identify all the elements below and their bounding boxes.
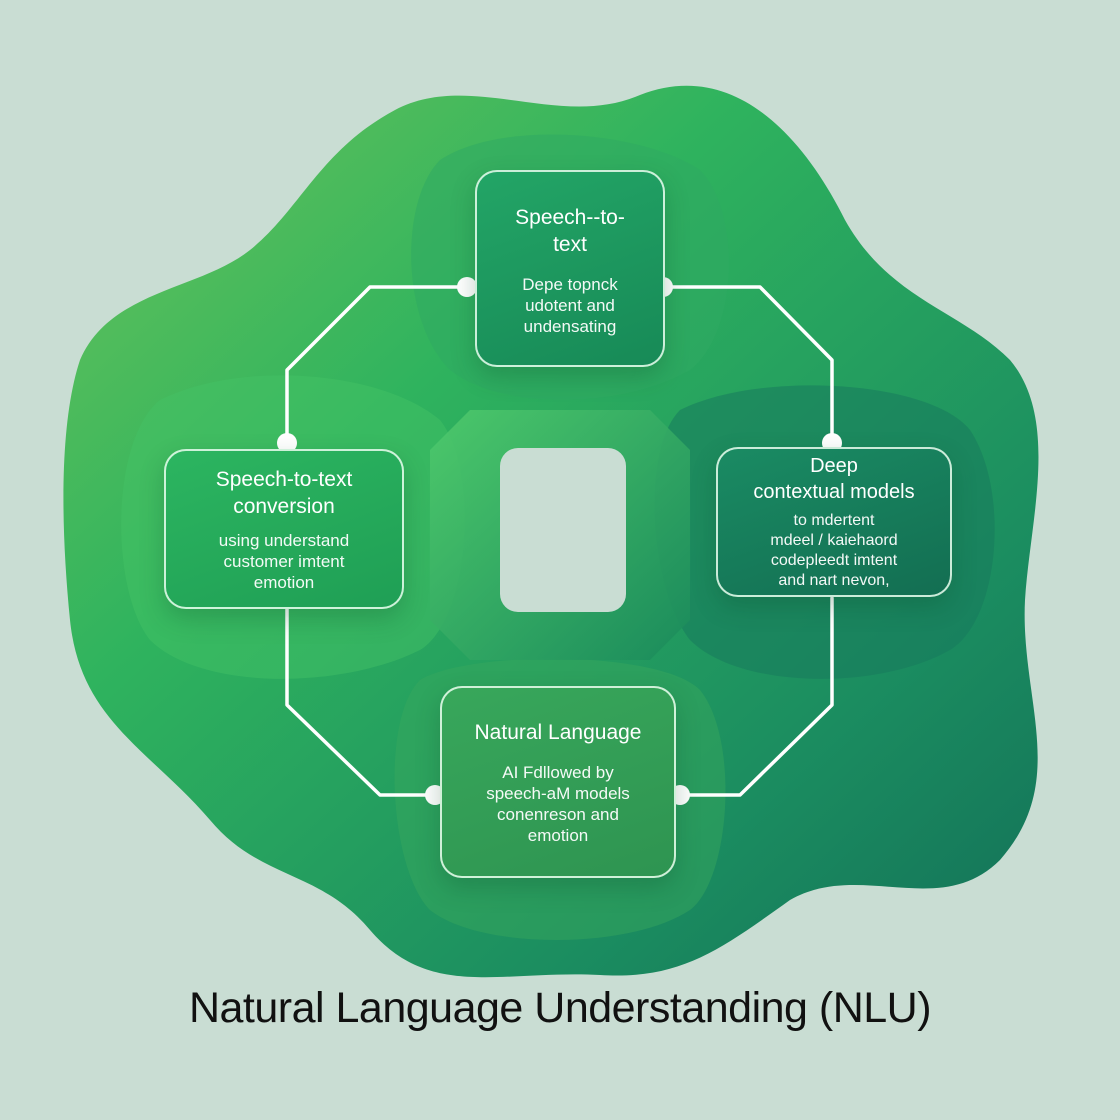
card-left-body: using understand customer imtent emotion [219, 530, 349, 593]
card-right: Deep contextual models to mdertent mdeel… [716, 447, 952, 597]
card-top-body-line: undensating [523, 317, 617, 336]
connector-top-left [285, 285, 469, 447]
card-bottom-body: AI Fdllowed by speech-aM models conenres… [486, 762, 630, 846]
card-top-body: Depe topnck udotent and undensating [522, 274, 617, 337]
card-top: Speech--to- text Depe topnck udotent and… [475, 170, 665, 367]
card-bottom-body-line: conenreson and [497, 804, 619, 824]
card-top-title-line: text [553, 233, 587, 256]
card-left-title-line: conversion [233, 494, 335, 518]
connector-right-bottom [678, 596, 834, 797]
card-left-title-line: Speech-to-text [215, 467, 353, 491]
card-left-title: Speech-to-text conversion [216, 466, 353, 520]
card-left-body-line: customer imtent [223, 551, 345, 571]
card-bottom-body-line: speech-aM models [486, 783, 630, 803]
card-bottom-body-line: emotion [527, 825, 589, 845]
node-dot [457, 277, 477, 297]
card-top-body-line: udotent and [525, 296, 615, 315]
card-right-body: to mdertent mdeel / kaiehaord codepleedt… [770, 511, 897, 591]
connector-top-right [661, 285, 834, 445]
connectors [285, 285, 834, 797]
card-left-body-line: emotion [253, 572, 315, 592]
card-right-body-line: codepleedt imtent [770, 552, 898, 569]
card-left-body-line: using understand [218, 530, 350, 550]
card-right-body-line: and nart nevon, [778, 572, 890, 589]
connector-left-bottom [285, 606, 437, 797]
card-top-title-line: Speech--to- [515, 206, 625, 229]
card-right-body-line: to mdertent [793, 512, 875, 529]
card-bottom: Natural Language AI Fdllowed by speech-a… [440, 686, 676, 878]
card-bottom-body-line: AI Fdllowed by [502, 762, 614, 782]
card-top-body-line: Depe topnck [522, 275, 618, 294]
card-bottom-title-line: Natural Language [474, 720, 642, 744]
diagram-title: Natural Language Understanding (NLU) [188, 984, 932, 1032]
card-left: Speech-to-text conversion using understa… [164, 449, 404, 609]
card-top-title: Speech--to- text [515, 204, 625, 258]
card-right-title-line: Deep [810, 455, 858, 477]
card-right-title: Deep contextual models [753, 453, 914, 505]
node-dot [277, 433, 297, 453]
card-bottom-title: Natural Language [475, 719, 642, 746]
card-right-body-line: mdeel / kaiehaord [770, 532, 898, 549]
card-right-title-line: contextual models [753, 481, 915, 503]
center-window [500, 448, 626, 612]
